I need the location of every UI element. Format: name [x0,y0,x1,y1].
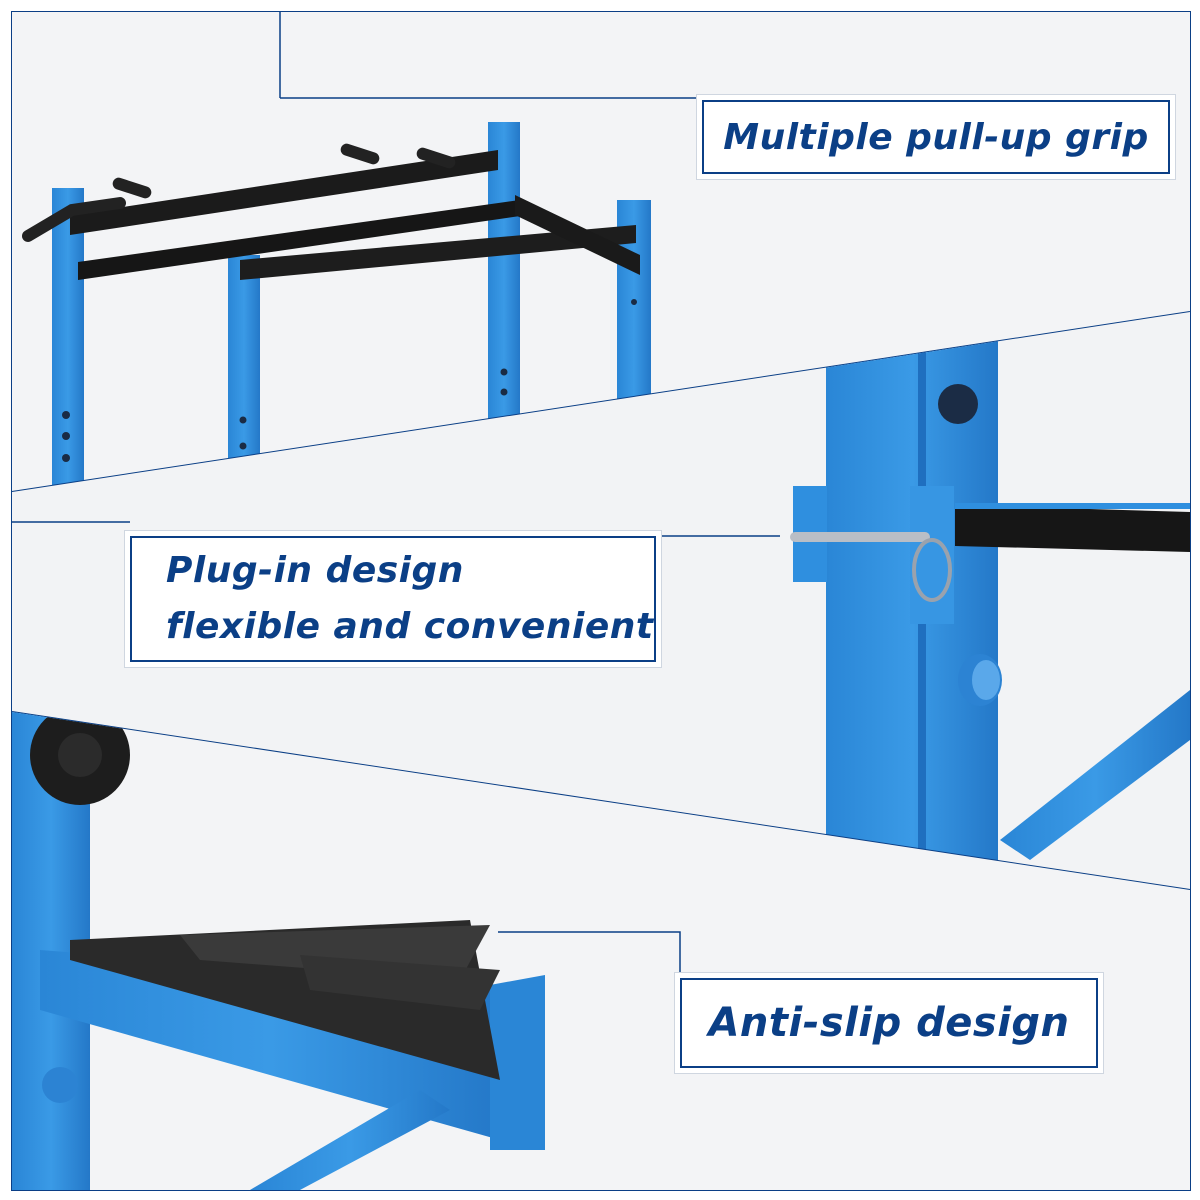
feature-label-text: Anti-slip design [708,1000,1070,1046]
feature-label-text-line-1: Plug-in design [166,550,464,591]
feature-label-text: Multiple pull-up grip [723,116,1149,158]
feature-label-anti-slip-design: Anti-slip design [680,978,1098,1068]
feature-label-text-line-2: flexible and convenient [166,606,654,647]
feature-label-multiple-pull-up-grip: Multiple pull-up grip [702,100,1170,174]
feature-label-plug-in-design: Plug-in design flexible and convenient [130,536,656,662]
